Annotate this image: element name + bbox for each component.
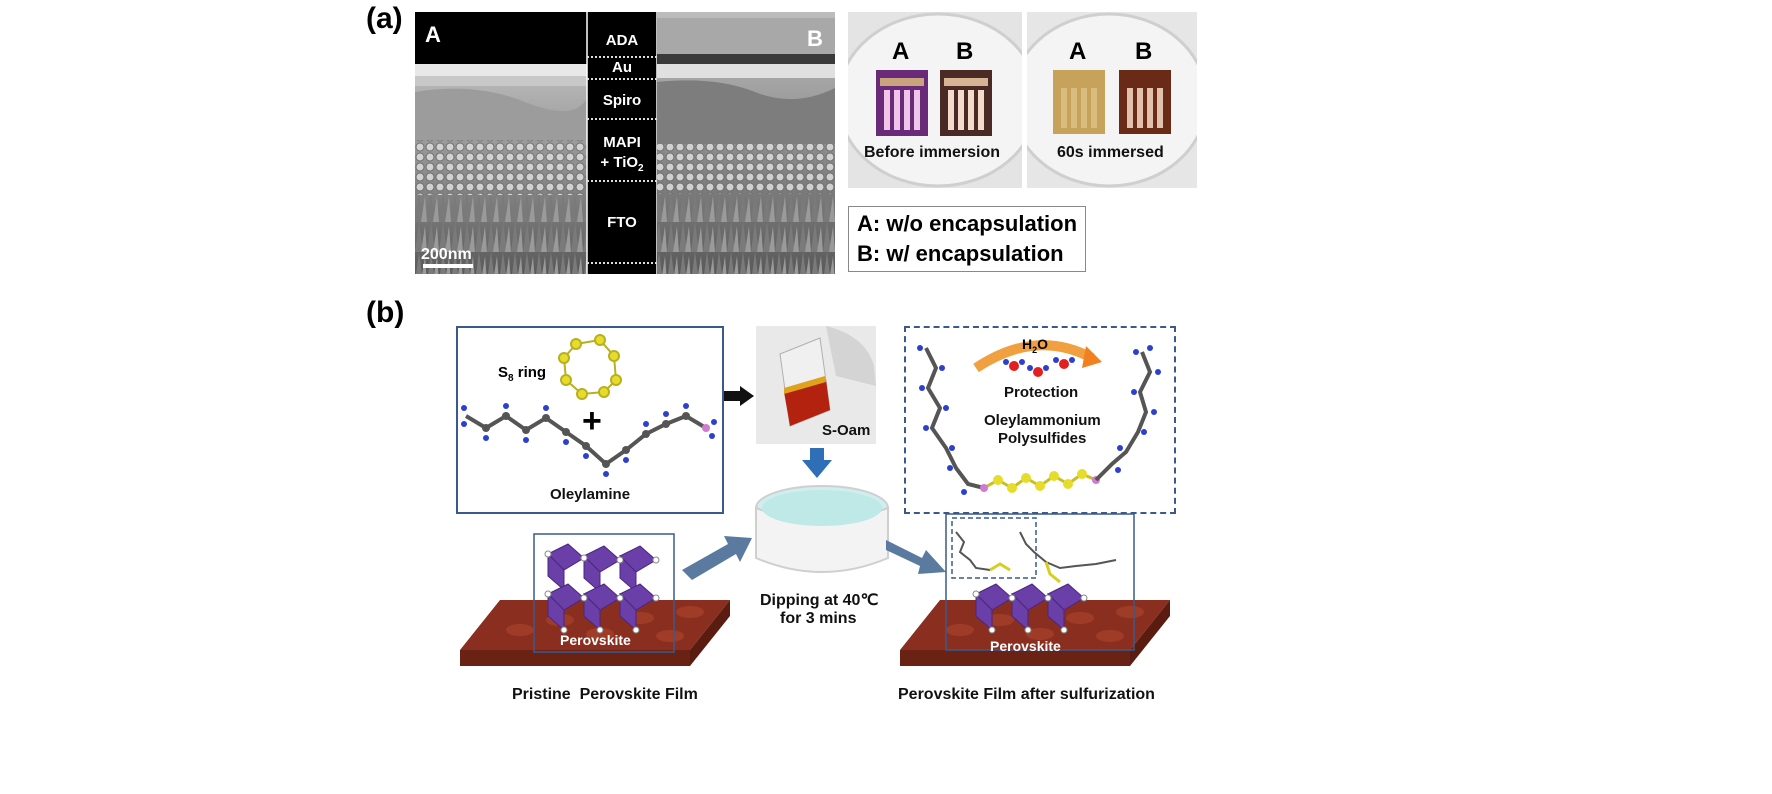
panel-a-label: (a) <box>366 2 403 35</box>
product-name-line2: Polysulfides <box>998 430 1087 447</box>
h2o-o: O <box>1037 336 1049 352</box>
layer-divider <box>587 262 657 264</box>
s-oam-vial-photo: S-Oam <box>756 326 876 444</box>
sem-tag-b: B <box>807 26 823 51</box>
layer-fto: FTO <box>607 214 637 231</box>
oleylamine-label: Oleylamine <box>550 486 631 503</box>
plus-sign: + <box>582 402 602 440</box>
s8-ring-model <box>558 334 622 400</box>
scale-bar-label: 200nm <box>421 246 472 263</box>
caption-pristine-film: Pristine Perovskite Film <box>512 686 698 703</box>
arrow-diagonal-down-icon <box>886 540 946 574</box>
h2o-label: H2O <box>1022 336 1048 355</box>
h2o-sub: 2 <box>1032 344 1038 355</box>
layer-tio2: + TiO2 <box>587 154 657 174</box>
layer-divider <box>587 78 657 80</box>
encapsulation-legend: A: w/o encapsulation B: w/ encapsulation <box>848 206 1086 272</box>
s8-sub: 8 <box>508 373 514 384</box>
layer-divider <box>587 56 657 58</box>
oleylamine-chain-model <box>461 403 717 477</box>
arrow-right-icon <box>724 386 754 406</box>
sem-tag-a: A <box>425 22 441 47</box>
dipping-condition-line2: for 3 mins <box>780 610 857 627</box>
dipping-condition-line1: Dipping at 40℃ <box>760 592 879 609</box>
sem-image-graphic <box>415 12 835 274</box>
pristine-perovskite-film <box>460 533 730 666</box>
photo-tag-a: A <box>1069 38 1087 65</box>
s8-ring-label: S8 ring <box>498 364 546 384</box>
layer-tio2-text: + TiO <box>600 154 639 171</box>
protection-label: Protection <box>1004 384 1079 401</box>
caption-sulfurized-film: Perovskite Film after sulfurization <box>898 686 1155 703</box>
photo-tag-b: B <box>1135 38 1153 65</box>
product-name-line1: Oleylammonium <box>984 412 1101 429</box>
caption-60s-immersed: 60s immersed <box>1057 144 1164 161</box>
layer-au: Au <box>612 59 632 76</box>
arrow-diagonal-up-icon <box>682 536 752 580</box>
layer-tio2-sub: 2 <box>638 163 644 174</box>
sulfurized-perovskite-film <box>900 513 1170 666</box>
polysulfide-molecule <box>917 340 1161 495</box>
layer-divider <box>587 118 657 120</box>
perovskite-label-left: Perovskite <box>560 632 631 648</box>
petri-dish-graphic <box>848 12 1022 188</box>
s8-ring-word: ring <box>513 364 547 381</box>
dipping-dish <box>755 485 889 573</box>
layer-ada: ADA <box>605 32 639 49</box>
h2o-h: H <box>1022 336 1033 352</box>
reactant-molecules <box>461 334 717 477</box>
legend-b: B: w/ encapsulation <box>857 241 1064 266</box>
product-box: H2O Protection Oleylammonium Polysulfide… <box>904 326 1176 514</box>
photo-before-immersion: A B Before immersion <box>848 12 1022 188</box>
layer-label-strip: ADA Au Spiro MAPI + TiO2 FTO <box>587 12 657 274</box>
photo-tag-b: B <box>956 38 974 65</box>
caption-before-immersion: Before immersion <box>864 144 1001 161</box>
petri-dish-graphic <box>1027 12 1197 188</box>
s-oam-label: S-Oam <box>822 422 871 439</box>
perovskite-label-right: Perovskite <box>990 638 1061 654</box>
layer-divider <box>587 180 657 182</box>
layer-mapi: MAPI <box>603 134 641 151</box>
panel-b-label: (b) <box>366 296 405 329</box>
sem-cross-section: A B 200nm ADA Au Spiro MAPI + TiO2 FTO <box>415 12 835 274</box>
photo-60s-immersed: A B 60s immersed <box>1027 12 1197 188</box>
s8-s: S <box>498 364 509 381</box>
reactants-box: S8 ring + Oleylamine <box>456 326 724 514</box>
legend-a: A: w/o encapsulation <box>857 211 1078 236</box>
photo-tag-a: A <box>892 38 910 65</box>
arrow-down-icon <box>802 448 832 478</box>
layer-spiro: Spiro <box>602 92 642 109</box>
vial-graphic <box>756 326 876 444</box>
